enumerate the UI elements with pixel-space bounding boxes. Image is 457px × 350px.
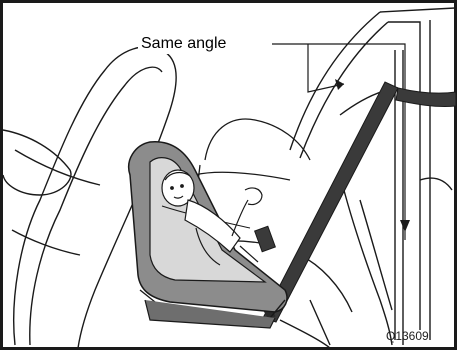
belt-buckle xyxy=(255,226,276,251)
door-pillar xyxy=(280,8,455,348)
figure-id: Q13609 xyxy=(386,329,429,343)
same-angle-callout: Same angle xyxy=(138,34,229,54)
callout-leader xyxy=(272,44,405,240)
angle-arrow xyxy=(400,220,410,232)
